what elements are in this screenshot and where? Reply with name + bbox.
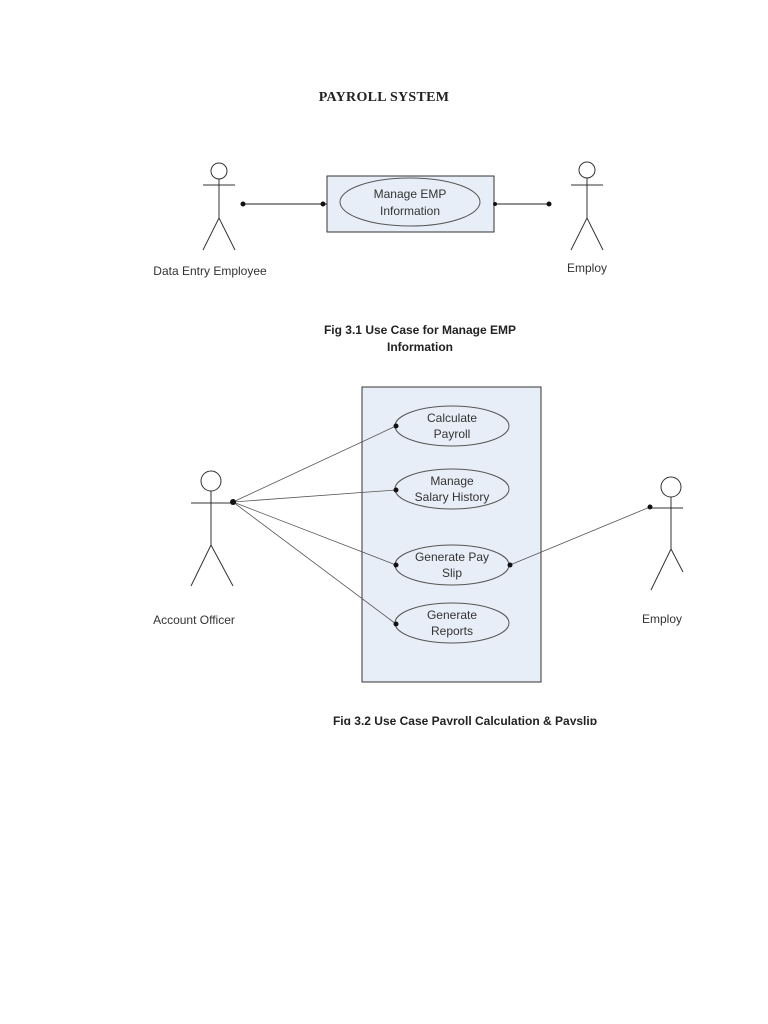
fig2-actor-account-officer xyxy=(190,470,234,587)
fig2-uc1-line1: Calculate xyxy=(427,411,477,425)
fig2-uc2-line1: Manage xyxy=(430,474,474,488)
fig1-use-case-line1: Manage EMP xyxy=(374,187,447,201)
fig1-use-case-line2: Information xyxy=(380,204,440,218)
fig2-association-endpoints xyxy=(230,423,653,627)
fig2-actor-employ xyxy=(650,476,684,591)
fig2-uc4-line1: Generate xyxy=(427,608,477,622)
fig2-uc3-line2: Slip xyxy=(442,566,462,580)
fig1-actor-employ xyxy=(570,161,604,251)
fig2-use-case-generate-reports: Generate Reports xyxy=(394,602,510,644)
fig2-use-case-manage-salary-history: Manage Salary History xyxy=(394,468,510,510)
fig1-use-case-manage-emp: Manage EMP Information xyxy=(339,177,481,227)
figure-2-caption: Fig 3.2 Use Case Payroll Calculation & P… xyxy=(332,714,598,725)
figure-1-caption: Fig 3.1 Use Case for Manage EMP Informat… xyxy=(323,323,517,351)
page-title: PAYROLL SYSTEM xyxy=(318,90,450,105)
fig1-actor-right-label: Employ xyxy=(567,261,607,275)
fig2-use-case-calculate-payroll: Calculate Payroll xyxy=(394,405,510,447)
fig2-associations xyxy=(232,425,651,625)
figure-2: Calculate Payroll Manage Salary History … xyxy=(153,386,684,683)
fig2-use-case-generate-pay-slip: Generate Pay Slip xyxy=(394,544,510,586)
fig2-actor-right-label: Employ xyxy=(642,612,682,626)
fig1-actor-left-label: Data Entry Employee xyxy=(153,264,267,278)
fig2-uc4-line2: Reports xyxy=(431,624,473,638)
fig2-uc2-line2: Salary History xyxy=(415,490,490,504)
fig2-uc3-line1: Generate Pay xyxy=(415,550,489,564)
figure-1: Manage EMP Information Data Entry Employ… xyxy=(153,161,607,278)
fig1-association-endpoints xyxy=(240,201,552,207)
fig2-actor-left-label: Account Officer xyxy=(153,613,235,627)
fig2-uc1-line2: Payroll xyxy=(434,427,471,441)
fig1-actor-data-entry-employee xyxy=(202,162,236,251)
